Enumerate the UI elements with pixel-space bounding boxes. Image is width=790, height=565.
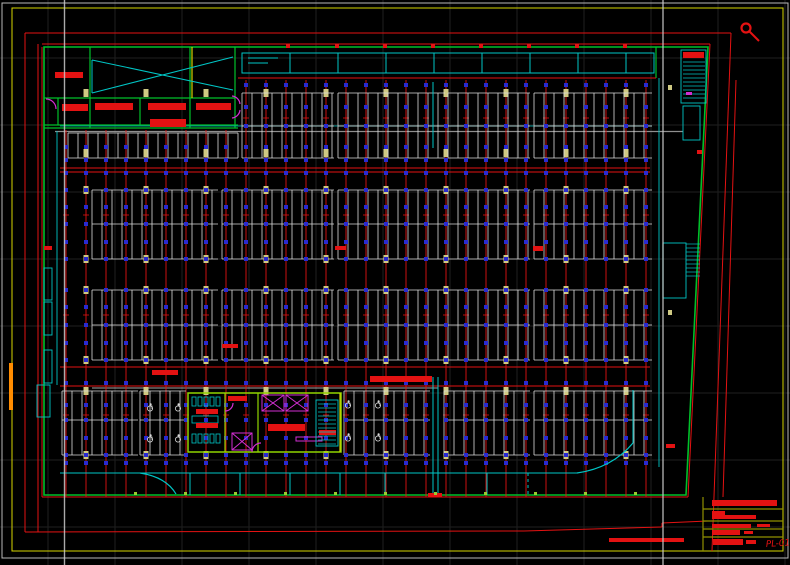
property-lines <box>24 32 737 552</box>
core-block <box>187 392 342 453</box>
building-outline <box>41 43 711 498</box>
viewport-guide-lines <box>63 0 664 565</box>
grid-node-markers <box>64 83 648 465</box>
drawing-number-label: PL-01 <box>766 538 790 550</box>
drive-lanes <box>60 82 637 497</box>
left-wall-rooms <box>36 131 58 418</box>
red-annotation-bars <box>44 72 684 542</box>
top-corridor-band <box>241 44 655 74</box>
title-block <box>702 497 783 551</box>
parking-stalls <box>61 92 652 456</box>
accessible-parking-symbols <box>146 400 381 443</box>
north-arrow-symbol <box>740 22 760 42</box>
interior-walls <box>44 47 657 129</box>
